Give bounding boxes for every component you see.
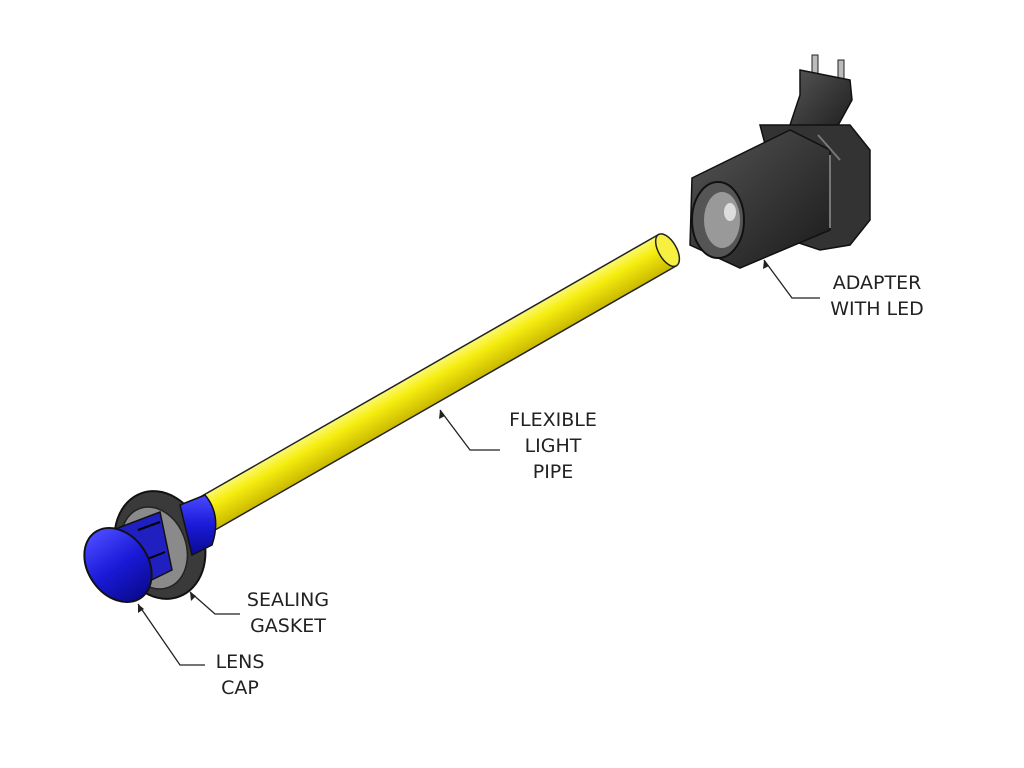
arrowhead-icon [190, 592, 196, 601]
arrowhead-icon [138, 604, 144, 613]
arrowhead-icon [439, 410, 445, 419]
arrowhead-icon [763, 260, 769, 269]
leader-pipe [439, 409, 500, 451]
label-flexible-light-pipe: FLEXIBLE LIGHT PIPE [497, 407, 609, 485]
label-sealing-gasket: SEALING GASKET [238, 587, 338, 639]
label-line: LIGHT [524, 435, 582, 457]
label-line: GASKET [250, 615, 326, 637]
label-adapter-with-led: ADAPTER WITH LED [818, 270, 936, 322]
label-line: CAP [221, 677, 259, 699]
flexible-light-pipe [195, 233, 681, 532]
pipe-collar [179, 494, 217, 557]
label-line: WITH LED [830, 298, 924, 320]
lens-cap [83, 510, 173, 604]
label-line: FLEXIBLE [509, 409, 597, 431]
leader-gasket [189, 591, 240, 615]
label-lens-cap: LENS CAP [205, 649, 275, 701]
label-line: ADAPTER [832, 272, 922, 294]
label-line: LENS [215, 651, 265, 673]
adapter-with-led [689, 54, 871, 269]
leader-lens [137, 603, 205, 666]
label-line: SEALING [246, 589, 330, 611]
label-line: PIPE [532, 461, 574, 483]
leader-adapter [763, 259, 820, 299]
